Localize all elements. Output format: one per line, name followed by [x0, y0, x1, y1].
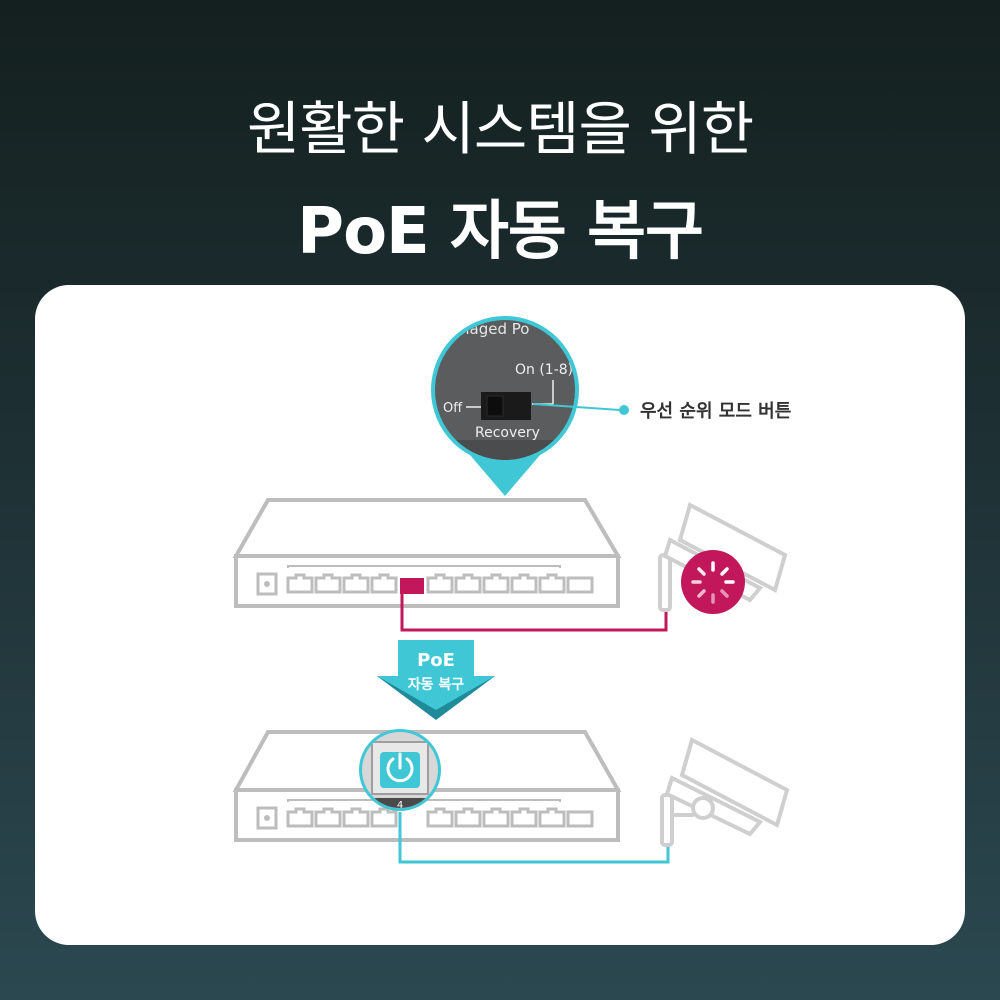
zoom-pointer: [470, 455, 540, 496]
switch-top: [232, 498, 622, 608]
callout-label: 우선 순위 모드 버튼: [640, 401, 791, 422]
port-badge: 4: [359, 729, 441, 811]
zoom-on-label: On (1-8): [515, 362, 573, 378]
cable-top: [400, 594, 668, 632]
headline-subtitle: 원활한 시스템을 위한: [246, 95, 754, 163]
headline-title: PoE 자동 복구: [297, 195, 704, 269]
warning-spinner-icon: [681, 550, 745, 614]
loading-spinner-icon: [691, 561, 735, 604]
zoom-off-label: Off: [443, 401, 463, 416]
arrow-label-line1: PoE: [417, 650, 455, 671]
callout-dot: [619, 405, 629, 415]
zoom-recovery-label: Recovery: [475, 425, 540, 441]
camera-bottom: [660, 737, 790, 847]
arrow-label-line2: 자동 복구: [408, 677, 465, 693]
zoom-bubble: naged Po On (1-8) Off Recovery: [431, 316, 579, 464]
active-port-top: [400, 578, 424, 594]
power-icon: [386, 752, 414, 783]
recovery-arrow: PoE 자동 복구: [377, 640, 495, 720]
callout-leader: [532, 403, 621, 411]
port-number: 4: [397, 800, 403, 811]
